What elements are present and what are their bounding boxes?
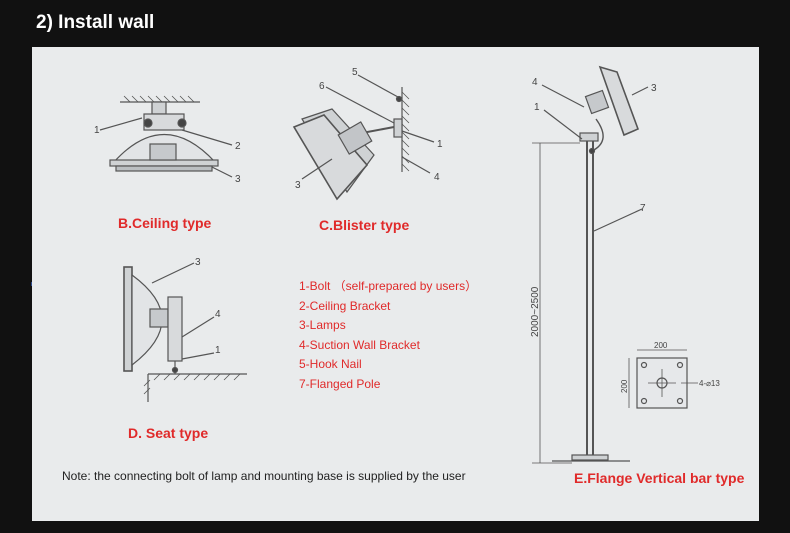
flange-callout-7: 7 [640, 203, 646, 214]
base-height-dimension: 200 [620, 379, 629, 393]
install-diagrams: 1 2 3 6 5 1 4 3 3 4 1 4 1 3 7 2000~2500 … [94, 65, 720, 464]
pole-height-dimension: 2000~2500 [530, 286, 541, 337]
seat-callout-4: 4 [215, 309, 221, 320]
legend-item: 3-Lamps [299, 318, 346, 332]
seat-callout-3: 3 [195, 257, 201, 268]
section-title: 2) Install wall [36, 12, 155, 33]
seat-type-drawing [123, 262, 247, 402]
caption-flange-type: E.Flange Vertical bar type [574, 470, 745, 486]
flange-type-drawing [532, 65, 698, 464]
legend-item: 1-Bolt （self-prepared by users） [299, 279, 478, 293]
supply-note: Note: the connecting bolt of lamp and mo… [62, 469, 466, 483]
ceiling-type-drawing [99, 95, 233, 178]
legend-item: 5-Hook Nail [299, 357, 362, 371]
base-width-dimension: 200 [654, 341, 668, 350]
blister-type-drawing [292, 74, 435, 201]
blister-callout-1: 1 [437, 139, 443, 150]
flange-callout-3: 3 [651, 83, 657, 94]
caption-seat-type: D. Seat type [128, 425, 209, 441]
blister-callout-5: 5 [352, 67, 358, 78]
ceiling-callout-3: 3 [235, 174, 241, 185]
caption-ceiling-type: B.Ceiling type [118, 215, 212, 231]
ceiling-callout-1: 1 [94, 125, 100, 136]
legend-item: 4-Suction Wall Bracket [299, 337, 420, 352]
seat-callout-1: 1 [215, 345, 221, 356]
flange-callout-1: 1 [534, 102, 540, 113]
legend-item: 7-Flanged Pole [299, 376, 381, 391]
blister-callout-4: 4 [434, 172, 440, 183]
blister-callout-3: 3 [295, 180, 301, 191]
diagram-panel: 1 2 3 6 5 1 4 3 3 4 1 4 1 3 7 2000~2500 … [32, 47, 759, 521]
legend-item: 2-Ceiling Bracket [299, 298, 391, 313]
bolt-hole-spec: 4-⌀13 [699, 379, 720, 388]
flange-callout-4: 4 [532, 77, 538, 88]
caption-blister-type: C.Blister type [319, 217, 410, 233]
parts-legend: 1-Bolt （self-prepared by users） 2-Ceilin… [299, 277, 477, 394]
ceiling-callout-2: 2 [235, 141, 241, 152]
blister-callout-6: 6 [319, 81, 325, 92]
